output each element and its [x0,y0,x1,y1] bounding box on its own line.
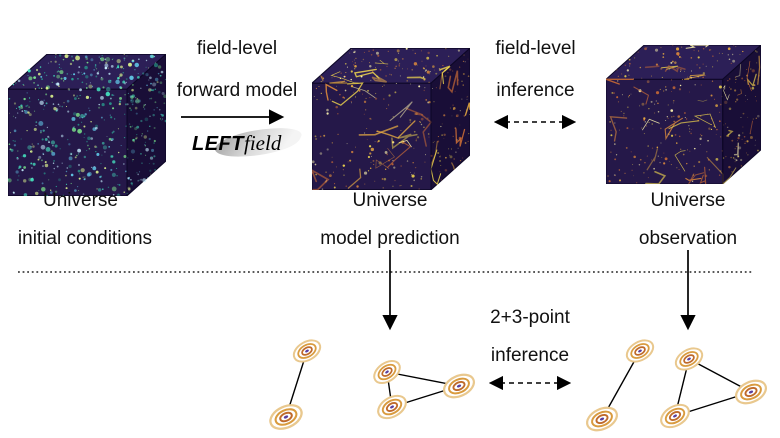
leftfield-logo: LEFTfield [192,126,308,160]
npoint-inference-label-line2: inference [490,345,570,366]
logo-text-field: field [244,131,282,155]
universe-cube-model-prediction [312,48,470,190]
forward-model-label-line1: field-level [196,38,278,59]
field-inference-label-line1: field-level [495,38,576,59]
cube-title-initial: Universe [43,190,118,211]
logo-text-left: LEFT [192,133,244,155]
cube-subtitle-model: model prediction [320,228,460,249]
forward-model-label-line2: forward model [176,80,298,101]
npoint-inference-label-line1: 2+3-point [490,307,570,328]
three-point-diagram-observation [660,347,767,429]
cube-subtitle-initial: initial conditions [17,228,153,249]
universe-cube-initial-conditions [8,54,166,196]
universe-cube-observation [606,45,761,184]
cube-subtitle-observation: observation [638,228,738,249]
two-point-diagram-model [269,339,322,430]
cube-title-model: Universe [352,190,428,211]
cube-title-observation: Universe [650,190,726,211]
field-inference-label-line2: inference [496,80,575,101]
